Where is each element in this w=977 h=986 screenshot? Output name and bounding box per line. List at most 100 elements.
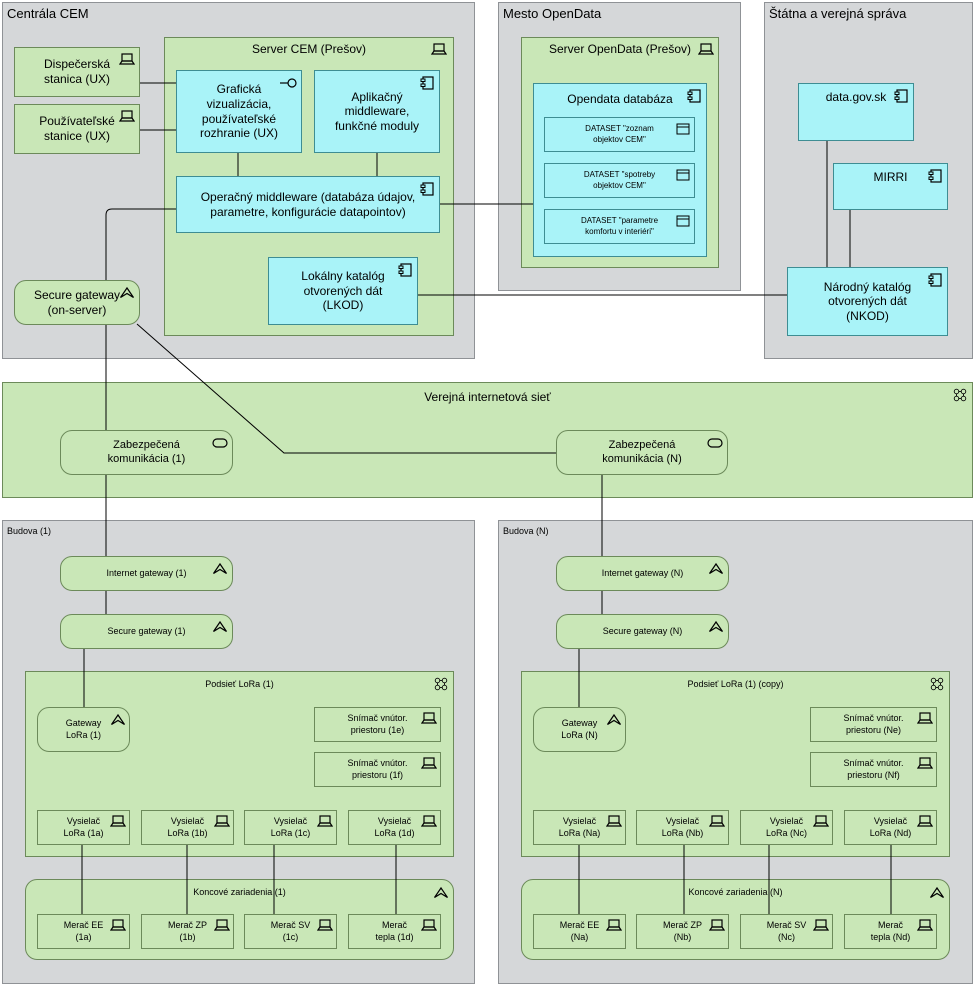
app-mirri[interactable]: MIRRI [833, 163, 948, 210]
device-label: Merač EE (1a) [63, 919, 104, 942]
device-snimac-ne[interactable]: Snímač vnútor. priestoru (Ne) [810, 707, 937, 742]
gateway-lora-n[interactable]: Gateway LoRa (N) [533, 707, 626, 752]
device-icon [709, 814, 725, 828]
gateway-icon [708, 619, 724, 633]
device-merac-1d[interactable]: Merač tepla (1d) [348, 914, 441, 949]
gateway-icon [929, 885, 945, 899]
service-zabezpecena-komunikacia-n[interactable]: Zabezpečená komunikácia (N) [556, 430, 728, 475]
device-icon [110, 918, 126, 932]
network-icon [929, 677, 945, 691]
device-vysielac-nd[interactable]: Vysielač LoRa (Nd) [844, 810, 937, 845]
app-lokalny-katalog[interactable]: Lokálny katalóg otvorených dát (LKOD) [268, 257, 418, 325]
device-snimac-nf[interactable]: Snímač vnútor. priestoru (Nf) [810, 752, 937, 787]
app-narodny-katalog[interactable]: Národný katalóg otvorených dát (NKOD) [787, 267, 948, 336]
device-snimac-1f[interactable]: Snímač vnútor. priestoru (1f) [314, 752, 441, 787]
device-label: Používateľské stanice (UX) [39, 114, 115, 143]
gateway-label: Internet gateway (N) [601, 567, 684, 578]
device-label: Merač ZP (1b) [167, 919, 207, 942]
device-label: Snímač vnútor. priestoru (1e) [347, 712, 408, 735]
dataset-label: DATASET "spotreby objektov CEM" [583, 170, 656, 190]
device-label: Vysielač LoRa (1b) [167, 815, 208, 838]
device-label: Vysielač LoRa (1a) [63, 815, 104, 838]
gateway-label: Secure gateway (N) [602, 625, 683, 636]
group-title: Mesto OpenData [503, 6, 602, 21]
device-vysielac-nb[interactable]: Vysielač LoRa (Nb) [636, 810, 729, 845]
gateway-internet-n[interactable]: Internet gateway (N) [556, 556, 729, 591]
artifact-icon [675, 168, 691, 182]
device-vysielac-1a[interactable]: Vysielač LoRa (1a) [37, 810, 130, 845]
app-label: data.gov.sk [825, 90, 887, 104]
device-vysielac-nc[interactable]: Vysielač LoRa (Nc) [740, 810, 833, 845]
device-icon [917, 711, 933, 725]
app-label: Aplikačný middleware, funkčné moduly [334, 89, 420, 133]
device-snimac-1e[interactable]: Snímač vnútor. priestoru (1e) [314, 707, 441, 742]
app-aplikacny-middleware[interactable]: Aplikačný middleware, funkčné moduly [314, 70, 440, 153]
gateway-secure-on-server[interactable]: Secure gateway (on-server) [14, 280, 140, 325]
gateway-secure-1[interactable]: Secure gateway (1) [60, 614, 233, 649]
dataset-label: DATASET "zoznam objektov CEM" [585, 124, 654, 144]
device-vysielac-1c[interactable]: Vysielač LoRa (1c) [244, 810, 337, 845]
group-title: Budova (1) [7, 526, 52, 536]
device-merac-1a[interactable]: Merač EE (1a) [37, 914, 130, 949]
gateway-label: Secure gateway (1) [107, 625, 186, 636]
device-icon [421, 814, 437, 828]
device-label: Vysielač LoRa (Nd) [869, 815, 912, 838]
node-title: Server OpenData (Prešov) [548, 42, 692, 56]
device-vysielac-1d[interactable]: Vysielač LoRa (1d) [348, 810, 441, 845]
service-zabezpecena-komunikacia-1[interactable]: Zabezpečená komunikácia (1) [60, 430, 233, 475]
device-label: Vysielač LoRa (Nc) [765, 815, 807, 838]
device-icon [606, 814, 622, 828]
device-icon [214, 918, 230, 932]
device-icon [421, 711, 437, 725]
device-icon [421, 756, 437, 770]
device-merac-1b[interactable]: Merač ZP (1b) [141, 914, 234, 949]
artifact-icon [675, 214, 691, 228]
app-operacny-middleware[interactable]: Operačný middleware (databáza údajov, pa… [176, 176, 440, 233]
dataset-spotreby-objektov[interactable]: DATASET "spotreby objektov CEM" [544, 163, 695, 198]
service-icon [707, 436, 723, 450]
device-dispecerska-stanica[interactable]: Dispečerská stanica (UX) [14, 47, 140, 97]
app-data-gov-sk[interactable]: data.gov.sk [798, 83, 914, 141]
device-icon [813, 814, 829, 828]
device-icon [119, 52, 135, 66]
device-vysielac-1b[interactable]: Vysielač LoRa (1b) [141, 810, 234, 845]
device-merac-nb[interactable]: Merač ZP (Nb) [636, 914, 729, 949]
device-label: Vysielač LoRa (1d) [374, 815, 415, 838]
gateway-internet-1[interactable]: Internet gateway (1) [60, 556, 233, 591]
device-icon [421, 918, 437, 932]
device-merac-nc[interactable]: Merač SV (Nc) [740, 914, 833, 949]
app-label: Grafická vizualizácia, používateľské roz… [199, 82, 279, 141]
group-title: Centrála CEM [7, 6, 89, 21]
device-icon [606, 918, 622, 932]
gateway-lora-1[interactable]: Gateway LoRa (1) [37, 707, 130, 752]
gateway-icon [212, 561, 228, 575]
device-vysielac-na[interactable]: Vysielač LoRa (Na) [533, 810, 626, 845]
dataset-parametre-komfortu[interactable]: DATASET "parametre komfortu v interiéri" [544, 209, 695, 244]
component-icon [419, 182, 435, 196]
group-title: Budova (N) [503, 526, 549, 536]
node-title: Podsieť LoRa (1) (copy) [687, 679, 784, 689]
node-title: Koncové zariadenia (1) [193, 887, 286, 897]
device-label: Merač ZP (Nb) [662, 919, 702, 942]
device-merac-nd[interactable]: Merač tepla (Nd) [844, 914, 937, 949]
gateway-label: Gateway LoRa (N) [561, 717, 598, 740]
gateway-secure-n[interactable]: Secure gateway (N) [556, 614, 729, 649]
component-icon [419, 76, 435, 90]
interface-icon [279, 76, 299, 90]
gateway-icon [110, 712, 126, 726]
device-icon [698, 42, 714, 56]
app-graficka-vizualizacia[interactable]: Grafická vizualizácia, používateľské roz… [176, 70, 302, 153]
device-label: Snímač vnútor. priestoru (Nf) [843, 757, 904, 780]
network-icon [952, 388, 968, 402]
component-icon [927, 169, 943, 183]
device-icon [214, 814, 230, 828]
device-merac-1c[interactable]: Merač SV (1c) [244, 914, 337, 949]
node-title: Verejná internetová sieť [424, 390, 551, 404]
device-label: Snímač vnútor. priestoru (Ne) [843, 712, 904, 735]
component-icon [397, 263, 413, 277]
device-merac-na[interactable]: Merač EE (Na) [533, 914, 626, 949]
gateway-icon [433, 885, 449, 899]
device-pouzivatelske-stanice[interactable]: Používateľské stanice (UX) [14, 104, 140, 154]
dataset-zoznam-objektov[interactable]: DATASET "zoznam objektov CEM" [544, 117, 695, 152]
gateway-icon [606, 712, 622, 726]
